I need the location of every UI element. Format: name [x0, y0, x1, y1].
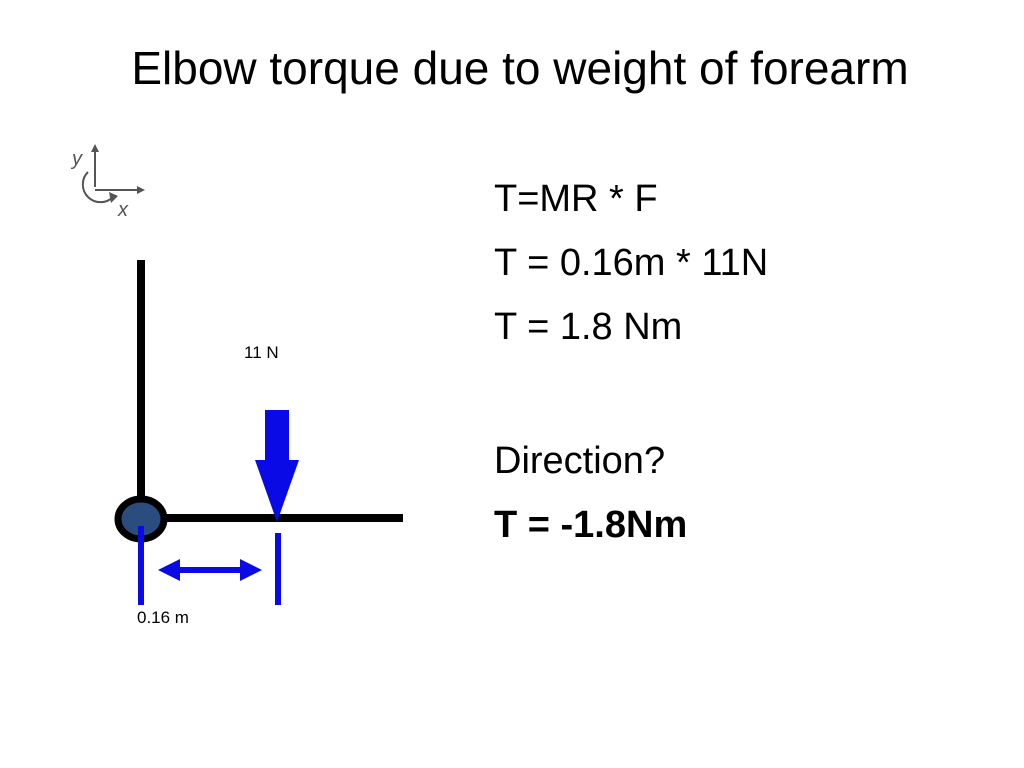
force-arrow [255, 410, 299, 522]
x-axis-label: x [117, 199, 129, 221]
slide-title: Elbow torque due to weight of forearm [131, 42, 909, 94]
force-label: 11 N [244, 343, 279, 362]
torque-formula: T=MR * F [494, 178, 658, 220]
distance-arrow [158, 559, 262, 581]
rotation-arrowhead-icon [109, 192, 118, 203]
torque-substitution: T = 0.16m * 11N [494, 242, 769, 284]
signed-torque-answer: T = -1.8Nm [494, 504, 688, 546]
distance-label: 0.16 m [137, 608, 189, 627]
equation-spacer [494, 359, 994, 429]
direction-question: Direction? [494, 440, 666, 482]
torque-equations: T=MR * F T = 0.16m * 11N T = 1.8 Nm Dire… [494, 167, 994, 557]
torque-result: T = 1.8 Nm [494, 306, 683, 348]
rotation-arc-icon [81, 171, 114, 204]
axis-indicator-icon: y x [70, 144, 145, 221]
y-axis-label: y [70, 148, 83, 170]
